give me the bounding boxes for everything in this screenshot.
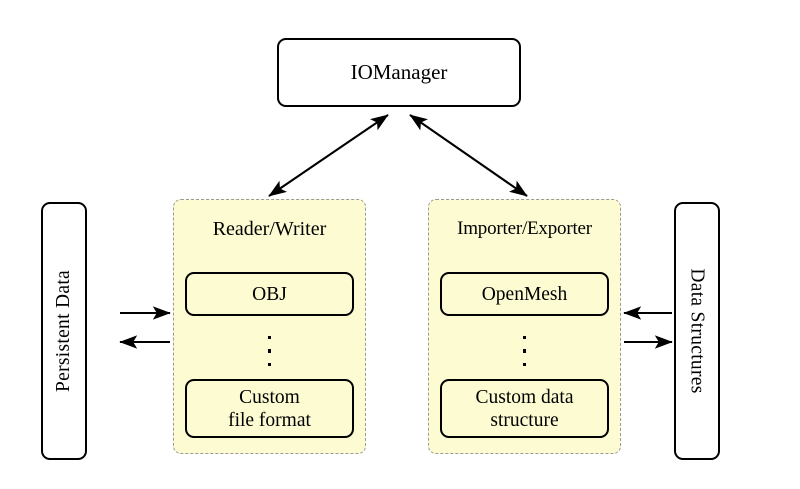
arrow-manager-readerwriter (268, 114, 389, 197)
group-importer-exporter-title: Importer/Exporter (457, 218, 592, 239)
item-openmesh-line-1: OpenMesh (481, 283, 568, 305)
iomanager-node: IOManager (277, 38, 521, 107)
item-obj-line-1: OBJ (252, 283, 287, 305)
persistent-data-node: Persistent Data (41, 202, 87, 460)
persistent-data-label: Persistent Data (53, 269, 75, 393)
item-custom-file-format-line-1: Custom (239, 386, 300, 408)
item-custom-data-structure-line-1: Custom data (475, 386, 574, 408)
item-custom-data-structure-line-2: structure (490, 409, 559, 431)
iomanager-label: IOManager (350, 60, 448, 84)
group-reader-writer: Reader/Writer OBJ Custom file format (173, 199, 366, 454)
item-custom-file-format: Custom file format (185, 379, 354, 438)
data-structures-label: Data Structures (687, 268, 709, 394)
item-custom-file-format-line-2: file format (228, 409, 311, 431)
item-custom-data-structure: Custom data structure (440, 379, 609, 438)
item-obj: OBJ (185, 272, 354, 316)
group-importer-exporter: Importer/Exporter OpenMesh Custom data s… (428, 199, 621, 454)
arrow-manager-importerexporter (409, 114, 528, 197)
importer-exporter-ellipsis-icon (429, 336, 620, 366)
group-reader-writer-title: Reader/Writer (212, 218, 327, 240)
data-structures-node: Data Structures (674, 202, 720, 460)
item-openmesh: OpenMesh (440, 272, 609, 316)
reader-writer-ellipsis-icon (174, 336, 365, 366)
